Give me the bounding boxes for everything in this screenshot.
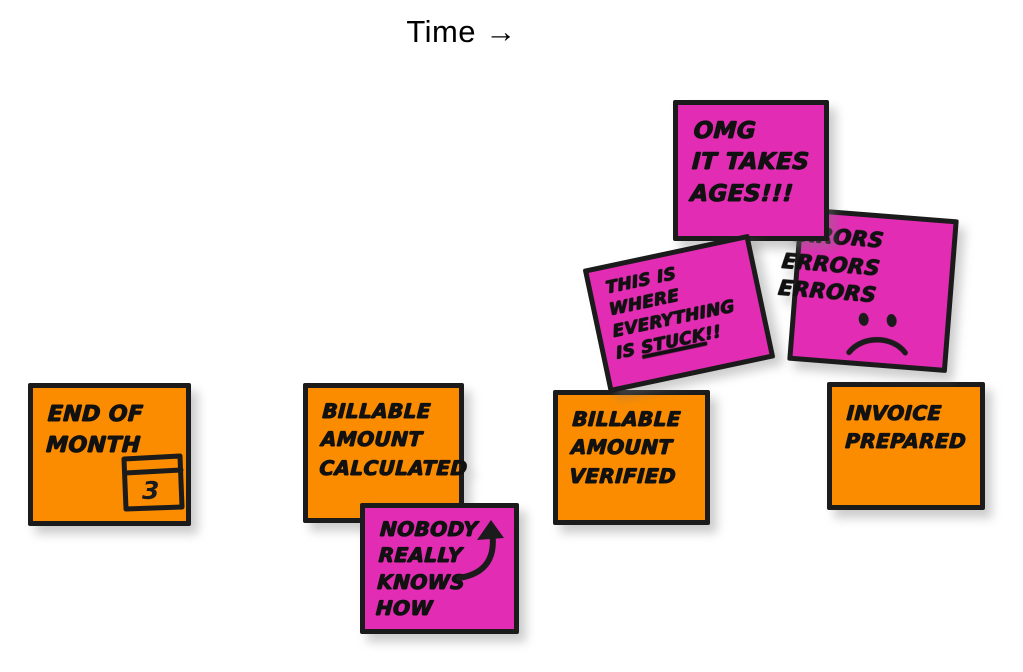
sticky-note-text: OMG IT TAKES AGES!!! xyxy=(689,118,810,207)
sticky-note-omg-it-takes-ages[interactable]: OMG IT TAKES AGES!!! xyxy=(673,100,829,241)
calendar-day-number: 3 xyxy=(142,476,159,505)
sticky-note-billable-amount-verified[interactable]: BILLABLE AMOUNT VERIFIED xyxy=(553,390,710,525)
sticky-note-text: NOBODY REALLY KNOWS HOW xyxy=(375,517,479,621)
sticky-note-text: INVOICE PREPARED xyxy=(844,401,967,454)
sticky-note-text: BILLABLE AMOUNT VERIFIED xyxy=(568,407,682,488)
sticky-note-text: BILLABLE AMOUNT CALCULATED xyxy=(318,399,469,480)
page-title-text: Time → xyxy=(406,14,517,49)
stuck-line-4-prefix: IS xyxy=(614,338,644,365)
sticky-note-text: END OF MONTH xyxy=(45,402,144,459)
sad-face-icon xyxy=(840,308,920,369)
sticky-note-end-of-month[interactable]: END OF MONTH 3 xyxy=(28,383,191,526)
sticky-note-invoice-prepared[interactable]: INVOICE PREPARED xyxy=(827,382,985,510)
sticky-note-billable-amount-calculated[interactable]: BILLABLE AMOUNT CALCULATED xyxy=(303,383,468,523)
stuck-line-4-suffix: !! xyxy=(703,321,723,346)
sticky-note-nobody-really-knows-how[interactable]: NOBODY REALLY KNOWS HOW xyxy=(360,503,519,634)
page-title: Time → xyxy=(0,14,1023,50)
